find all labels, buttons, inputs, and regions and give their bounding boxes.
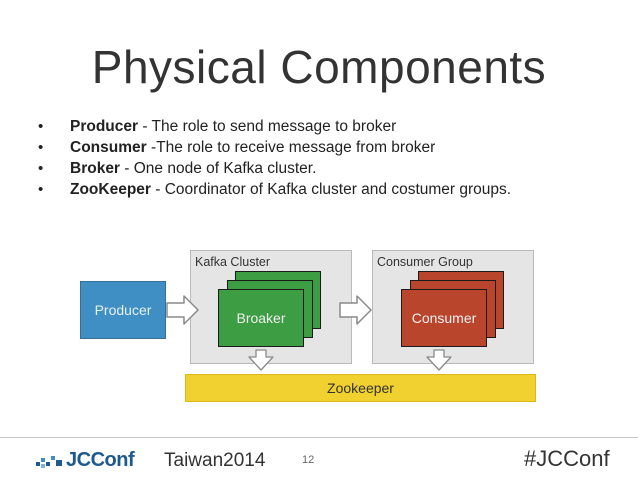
bullet-term: Broker (70, 160, 120, 177)
consumer-node-front (401, 289, 487, 347)
bullet-consumer: • Consumer -The role to receive message … (36, 137, 576, 158)
broker-node-front (218, 289, 304, 347)
footer-divider (0, 437, 638, 438)
slide-title: Physical Components (91, 41, 547, 93)
hashtag: #JCConf (524, 446, 610, 471)
bullet-dot-icon: • (38, 160, 44, 177)
bullet-list: • Producer - The role to send message to… (36, 116, 576, 200)
bullet-term: Producer (70, 118, 139, 135)
bullet-zookeeper: • ZooKeeper - Coordinator of Kafka clust… (36, 179, 576, 200)
consumer-label: Consumer (411, 310, 477, 326)
bullet-text: - The role to send message to broker (138, 118, 397, 135)
bullet-dot-icon: • (38, 139, 44, 156)
bullet-text: - Coordinator of Kafka cluster and costu… (150, 181, 512, 198)
bullet-broker: • Broker - One node of Kafka cluster. (36, 158, 576, 179)
zookeeper-bar: Zookeeper (185, 374, 536, 402)
logo-text: JCConf (66, 449, 135, 471)
bullet-dot-icon: • (38, 181, 44, 198)
consumer-group-label: Consumer Group (377, 255, 473, 269)
bullet-text: - One node of Kafka cluster. (119, 160, 317, 177)
bullet-dot-icon: • (38, 118, 44, 135)
kafka-cluster-label: Kafka Cluster (195, 255, 271, 269)
bullet-text: -The role to receive message from broker (146, 139, 436, 156)
producer-node: Producer (80, 281, 166, 339)
bullet-producer: • Producer - The role to send message to… (36, 116, 576, 137)
bullet-term: ZooKeeper (70, 181, 151, 198)
bullet-term: Consumer (70, 139, 147, 156)
logo-suffix: Taiwan2014 (164, 450, 266, 471)
jcconf-logo-icon (36, 456, 62, 468)
page-number: 12 (302, 454, 315, 466)
broker-label: Broaker (236, 310, 286, 326)
